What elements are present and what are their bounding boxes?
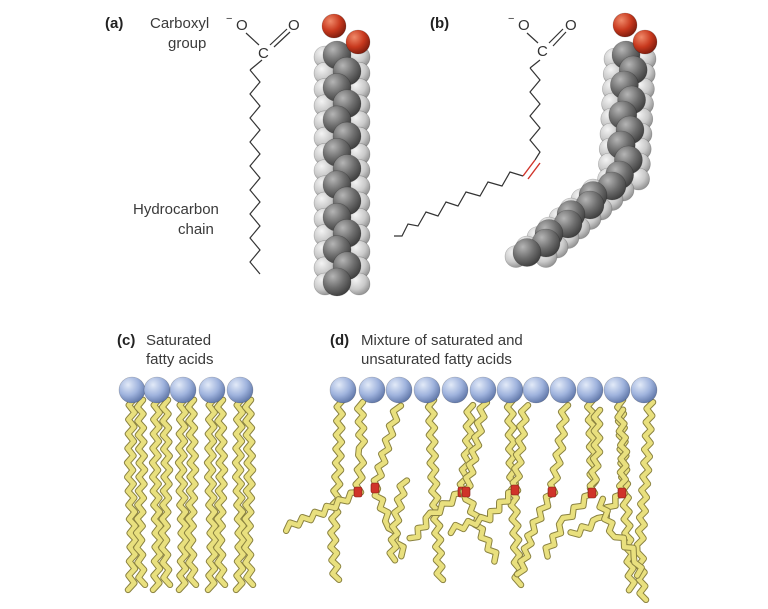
- cis-double-bond: [461, 486, 471, 498]
- head-group: [329, 376, 357, 404]
- head-group: [385, 376, 413, 404]
- head-group: [441, 376, 469, 404]
- carboxyl-bond-b3: [552, 31, 567, 47]
- charge-minus-a: −: [226, 13, 232, 25]
- oxygen-label-a2: O: [288, 17, 300, 34]
- panel-a-tag: (a): [105, 15, 123, 32]
- panel-b: (b) − O O C: [394, 12, 658, 268]
- hydrocarbon-label-line1: Hydrocarbon: [133, 201, 219, 218]
- space-filling-model-b: [504, 12, 658, 268]
- panel-b-tag: (b): [430, 15, 449, 32]
- carboxyl-bond-a3: [273, 31, 291, 48]
- cis-double-bond: [587, 487, 597, 499]
- saturated-tail: [204, 395, 219, 593]
- carboxyl-bond-a2: [269, 28, 288, 46]
- carboxyl-label-line1: Carboxyl: [150, 15, 209, 32]
- saturated-tail: [175, 395, 190, 593]
- carboxyl-bond-b4: [529, 59, 541, 69]
- saturated-tails-c: [123, 394, 257, 594]
- head-group: [522, 376, 550, 404]
- oxygen-label-b2: O: [565, 17, 577, 34]
- hydrocarbon-skeleton-b-upper: [529, 67, 541, 161]
- panel-c-label-line1: Saturated: [146, 332, 211, 349]
- cis-double-bond: [617, 487, 627, 499]
- saturated-tail: [328, 397, 346, 583]
- head-group: [413, 376, 441, 404]
- saturated-tail: [232, 395, 247, 593]
- carbon-label-a: C: [258, 45, 269, 62]
- head-group: [496, 376, 524, 404]
- head-group: [630, 376, 658, 404]
- head-group: [603, 376, 631, 404]
- double-bond-b2: [527, 162, 541, 180]
- cis-double-bond: [370, 482, 380, 494]
- oxygen-atom: [345, 29, 371, 55]
- saturated-tail: [134, 397, 148, 588]
- unsaturated-tail: [597, 496, 644, 578]
- panel-c: (c) Saturated fatty acids: [117, 332, 257, 594]
- unsaturated-tail: [283, 399, 367, 534]
- saturated-tail: [214, 397, 228, 588]
- head-group: [143, 376, 171, 404]
- oxygen-atom: [612, 12, 638, 38]
- oxygen-label-b1: O: [518, 17, 530, 34]
- head-groups-c: [118, 376, 254, 404]
- saturated-tail: [159, 397, 173, 588]
- carboxyl-label-line2: group: [168, 35, 206, 52]
- saturated-tail: [242, 397, 256, 588]
- unsaturated-tail: [568, 407, 630, 537]
- panel-c-tag: (c): [117, 332, 135, 349]
- head-group: [118, 376, 146, 404]
- panel-a: (a) Carboxyl group − O O C Hydrocarbon c…: [105, 13, 371, 297]
- carbon-label-b: C: [537, 43, 548, 60]
- head-group: [226, 376, 254, 404]
- unsaturated-tail: [460, 400, 499, 564]
- head-group: [549, 376, 577, 404]
- head-group: [576, 376, 604, 404]
- cis-double-bond: [547, 486, 557, 498]
- mixed-tails-d: [282, 396, 657, 604]
- hydrocarbon-label-line2: chain: [178, 221, 214, 238]
- carboxyl-bond-b2: [548, 28, 564, 44]
- head-group: [169, 376, 197, 404]
- carbon-atom: [512, 238, 542, 267]
- carboxyl-bond-a4: [249, 59, 263, 71]
- cis-double-bond: [510, 484, 520, 496]
- panel-c-label-line2: fatty acids: [146, 351, 214, 368]
- oxygen-label-a1: O: [236, 17, 248, 34]
- panel-d: (d) Mixture of saturated and unsaturated…: [282, 332, 658, 604]
- unsaturated-tail: [387, 478, 410, 563]
- space-filling-model-a: [313, 13, 371, 297]
- head-group: [469, 376, 497, 404]
- saturated-tail: [425, 397, 446, 583]
- carbon-atom: [322, 267, 352, 297]
- saturated-tail: [124, 395, 139, 593]
- hydrocarbon-skeleton-b-lower: [394, 171, 524, 237]
- charge-minus-b: −: [508, 13, 514, 25]
- unsaturated-tail: [407, 402, 476, 541]
- head-group: [358, 376, 386, 404]
- head-groups-d: [329, 376, 658, 404]
- saturated-tail: [185, 397, 199, 588]
- hydrocarbon-skeleton-a: [249, 69, 261, 275]
- oxygen-atom: [321, 13, 347, 39]
- panel-d-label-line2: unsaturated fatty acids: [361, 351, 512, 368]
- head-group: [198, 376, 226, 404]
- carboxyl-bond-b1: [526, 32, 539, 44]
- oxygen-atom: [632, 29, 658, 55]
- panel-d-label-line1: Mixture of saturated and: [361, 332, 523, 349]
- cis-double-bond: [353, 486, 363, 498]
- double-bond-b1: [522, 159, 536, 177]
- panel-d-tag: (d): [330, 332, 349, 349]
- carboxyl-bond-a1: [245, 32, 260, 46]
- saturated-tail: [149, 395, 164, 593]
